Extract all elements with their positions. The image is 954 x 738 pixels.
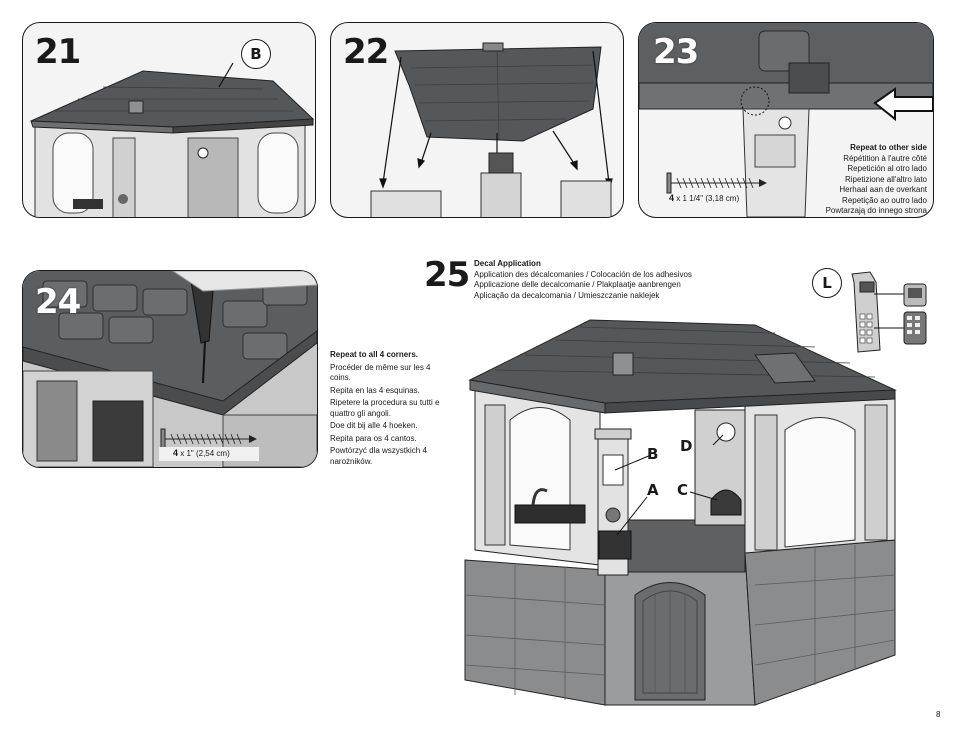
repeat-line: Repetición al otro lado (847, 164, 927, 173)
decal-line: Applicazione delle decalcomanie / Plakpl… (474, 280, 681, 289)
playhouse-illustration (464, 319, 897, 706)
decal-application-text: Decal Application Application des décalc… (474, 259, 692, 301)
screw-quantity: 4 (173, 448, 179, 458)
repeat-line: Powtarzają do innego strona (825, 206, 927, 215)
repeat-corners-text: Repeat to all 4 corners. Procéder de mêm… (330, 350, 440, 469)
step-25-number: 25 (424, 255, 470, 295)
instruction-line: Ripetere la procedura su tutti e quattro… (330, 398, 440, 418)
corner-screw-illustration (23, 271, 317, 467)
decal-label-d: D (680, 437, 693, 455)
decal-title: Decal Application (474, 259, 541, 268)
instruction-line: Powtórzyć dla wszystkich 4 narożników. (330, 446, 427, 466)
instruction-title: Repeat to all 4 corners. (330, 350, 419, 359)
phone-decal-illustration (851, 271, 927, 353)
step-number: 22 (343, 32, 389, 72)
screw-size: x 1" (2,54 cm) (178, 449, 230, 458)
repeat-line: Herhaal aan de overkant (839, 185, 927, 194)
page-number: 8 (936, 710, 941, 719)
screw-size: x 1 1/4" (3,18 cm) (674, 194, 740, 203)
step-number: 23 (653, 32, 699, 72)
step-number: 24 (35, 282, 81, 322)
callout-b: B (241, 39, 271, 69)
repeat-other-side-text: Repeat to other side Répétition à l'autr… (826, 143, 927, 217)
instruction-line: Repita para os 4 cantos. (330, 433, 417, 443)
decal-line: Application des décalcomanies / Colocaci… (474, 269, 692, 279)
repeat-line: Repeat to other side (850, 143, 927, 152)
roof-install-illustration (30, 62, 315, 217)
step-21-panel: 21 B (22, 22, 316, 218)
screw-spec: 4 x 1 1/4" (3,18 cm) (669, 193, 739, 203)
repeat-line: Repetição ao outro lado (842, 195, 927, 205)
decal-label-b: B (647, 445, 659, 463)
instruction-line: Procéder de même sur les 4 coins. (330, 362, 431, 383)
instruction-line: Doe dit bij alle 4 hoeken. (330, 421, 418, 430)
step-number: 21 (35, 32, 81, 72)
repeat-line: Ripetizione all'altro lato (844, 174, 927, 184)
roof-screw-illustration (639, 23, 933, 217)
step-24-panel: 24 4 x 1" (2,54 cm) (22, 270, 318, 468)
step-23-panel: 23 4 x 1 1/4" (3,18 cm) Repeat to other … (638, 22, 934, 218)
instruction-line: Repita en las 4 esquinas. (330, 385, 420, 395)
screw-quantity: 4 (669, 193, 675, 203)
screw-spec: 4 x 1" (2,54 cm) (173, 448, 230, 458)
step-22-panel: 22 (330, 22, 624, 218)
repeat-line: Répétition à l'autre côté (843, 153, 927, 163)
callout-l: L (812, 268, 842, 298)
decal-label-c: C (677, 481, 689, 499)
roof-lowering-illustration (370, 42, 613, 217)
decal-label-a: A (647, 481, 659, 499)
decal-line: Aplicação da decalcomania / Umieszczanie… (474, 290, 660, 300)
